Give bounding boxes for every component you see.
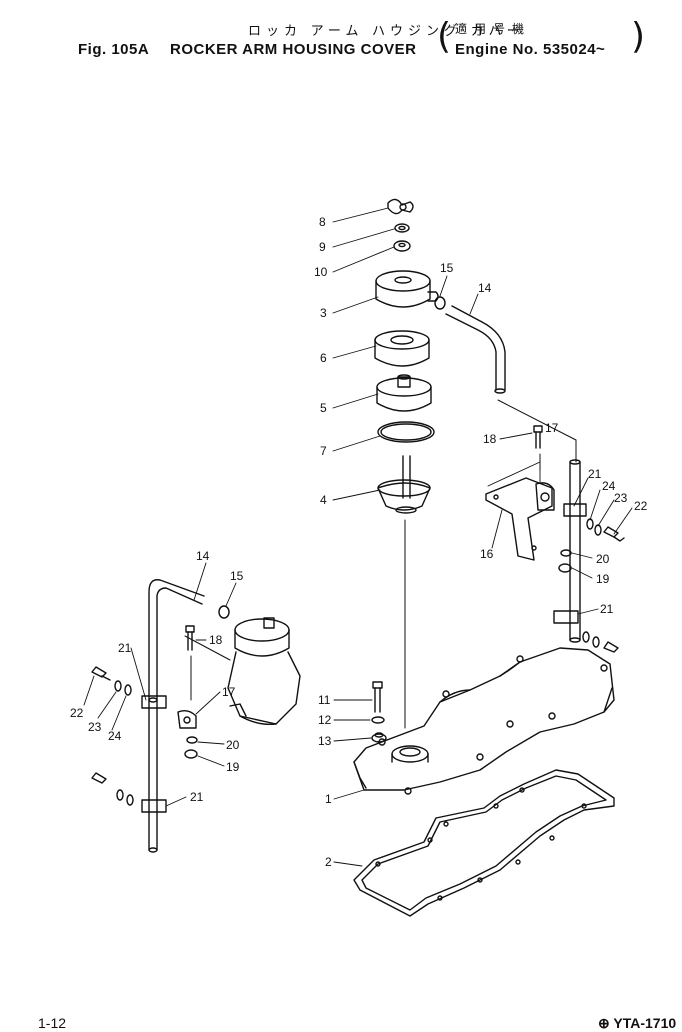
breather-pipe-left	[148, 579, 205, 703]
callout-20-left: 20	[226, 738, 240, 752]
bolt-18	[533, 425, 543, 449]
bolt-22-left	[91, 666, 111, 681]
callout-8: 8	[319, 215, 326, 229]
wing-nut	[387, 198, 414, 215]
bracket-open: (	[437, 16, 452, 57]
page-title: ROCKER ARM HOUSING COVER	[170, 41, 417, 58]
callout-13: 13	[318, 734, 332, 748]
callout-18-right: 18	[483, 432, 497, 446]
callout-16: 16	[480, 547, 494, 561]
callout-23-left: 23	[88, 720, 102, 734]
cover-gasket	[353, 769, 615, 917]
callout-11: 11	[318, 693, 331, 707]
callout-12: 12	[318, 713, 332, 727]
callout-21-left-lower: 21	[190, 790, 204, 804]
washer-9	[394, 223, 410, 233]
o-ring	[377, 421, 435, 443]
filter-element	[374, 330, 430, 367]
rocker-arm-cover	[353, 647, 615, 795]
japanese-applicability-label: 適用号機	[455, 22, 532, 36]
clamp-21-left-upper	[141, 695, 167, 709]
washer-20-right	[560, 549, 572, 557]
callout-17-right: 17	[545, 421, 559, 435]
callout-15-left: 15	[230, 569, 244, 583]
callout-19-left: 19	[226, 760, 240, 774]
nut-19-left	[184, 749, 198, 759]
grommet-13	[371, 732, 387, 743]
callout-22-left: 22	[70, 706, 84, 720]
nut-19-right	[558, 563, 572, 573]
breather-body	[377, 455, 431, 514]
callout-5: 5	[320, 401, 327, 415]
callout-23-right: 23	[614, 491, 628, 505]
breather-assembly-left	[227, 617, 301, 726]
callout-6: 6	[320, 351, 327, 365]
washer-20-left	[186, 736, 198, 744]
callout-21-right-lower: 21	[600, 602, 614, 616]
bolt-22	[603, 526, 625, 542]
breather-element-5	[376, 374, 432, 412]
clamp-21-upper	[563, 503, 587, 517]
washer-12	[371, 716, 385, 724]
callout-22-right: 22	[634, 499, 648, 513]
callout-14-upper: 14	[478, 281, 492, 295]
washers-23-24-left	[114, 680, 132, 696]
callout-numbers: 8 9 10 3 6 5 7 4 15 14 18 17 16 21 24 23…	[70, 215, 648, 869]
callout-7: 7	[320, 444, 327, 458]
breather-hose-upper	[434, 296, 577, 463]
washers-23-24	[586, 518, 602, 536]
callout-1: 1	[325, 792, 332, 806]
callout-21-left-upper: 21	[118, 641, 132, 655]
page-number: 1-12	[38, 1015, 67, 1031]
bolt-11	[372, 681, 383, 713]
clamp-17-left	[177, 709, 197, 729]
breather-pipe-left-lower	[148, 699, 158, 853]
callout-17-left: 17	[222, 685, 236, 699]
callout-24-left: 24	[108, 729, 122, 743]
bolt-18-left	[185, 625, 195, 651]
callout-4: 4	[320, 493, 327, 507]
callout-9: 9	[319, 240, 326, 254]
japanese-title: ロッカ アーム ハウジング カバー	[248, 23, 525, 38]
callout-18-left: 18	[209, 633, 223, 647]
clamp-21-lower	[553, 610, 619, 653]
hose-clip-15-left	[218, 605, 230, 619]
washer-10	[393, 240, 411, 252]
callout-20-right: 20	[596, 552, 610, 566]
callout-10: 10	[314, 265, 328, 279]
clamp-21-left-lower	[91, 772, 167, 813]
figure-number: Fig. 105A	[78, 41, 150, 58]
callout-3: 3	[320, 306, 327, 320]
leader-lines	[83, 207, 633, 867]
callout-14-left: 14	[196, 549, 210, 563]
bracket-close: )	[631, 16, 646, 57]
bracket-16	[485, 477, 553, 561]
callout-15-upper: 15	[440, 261, 454, 275]
clamp-17	[535, 482, 555, 511]
callout-21-right-upper: 21	[588, 467, 602, 481]
callout-24-right: 24	[602, 479, 616, 493]
breather-cap	[375, 270, 439, 308]
document-code: ⊕ YTA-1710	[598, 1015, 677, 1031]
callout-2: 2	[325, 855, 332, 869]
callout-19-right: 19	[596, 572, 610, 586]
engine-number-range: Engine No. 535024~	[455, 41, 606, 58]
